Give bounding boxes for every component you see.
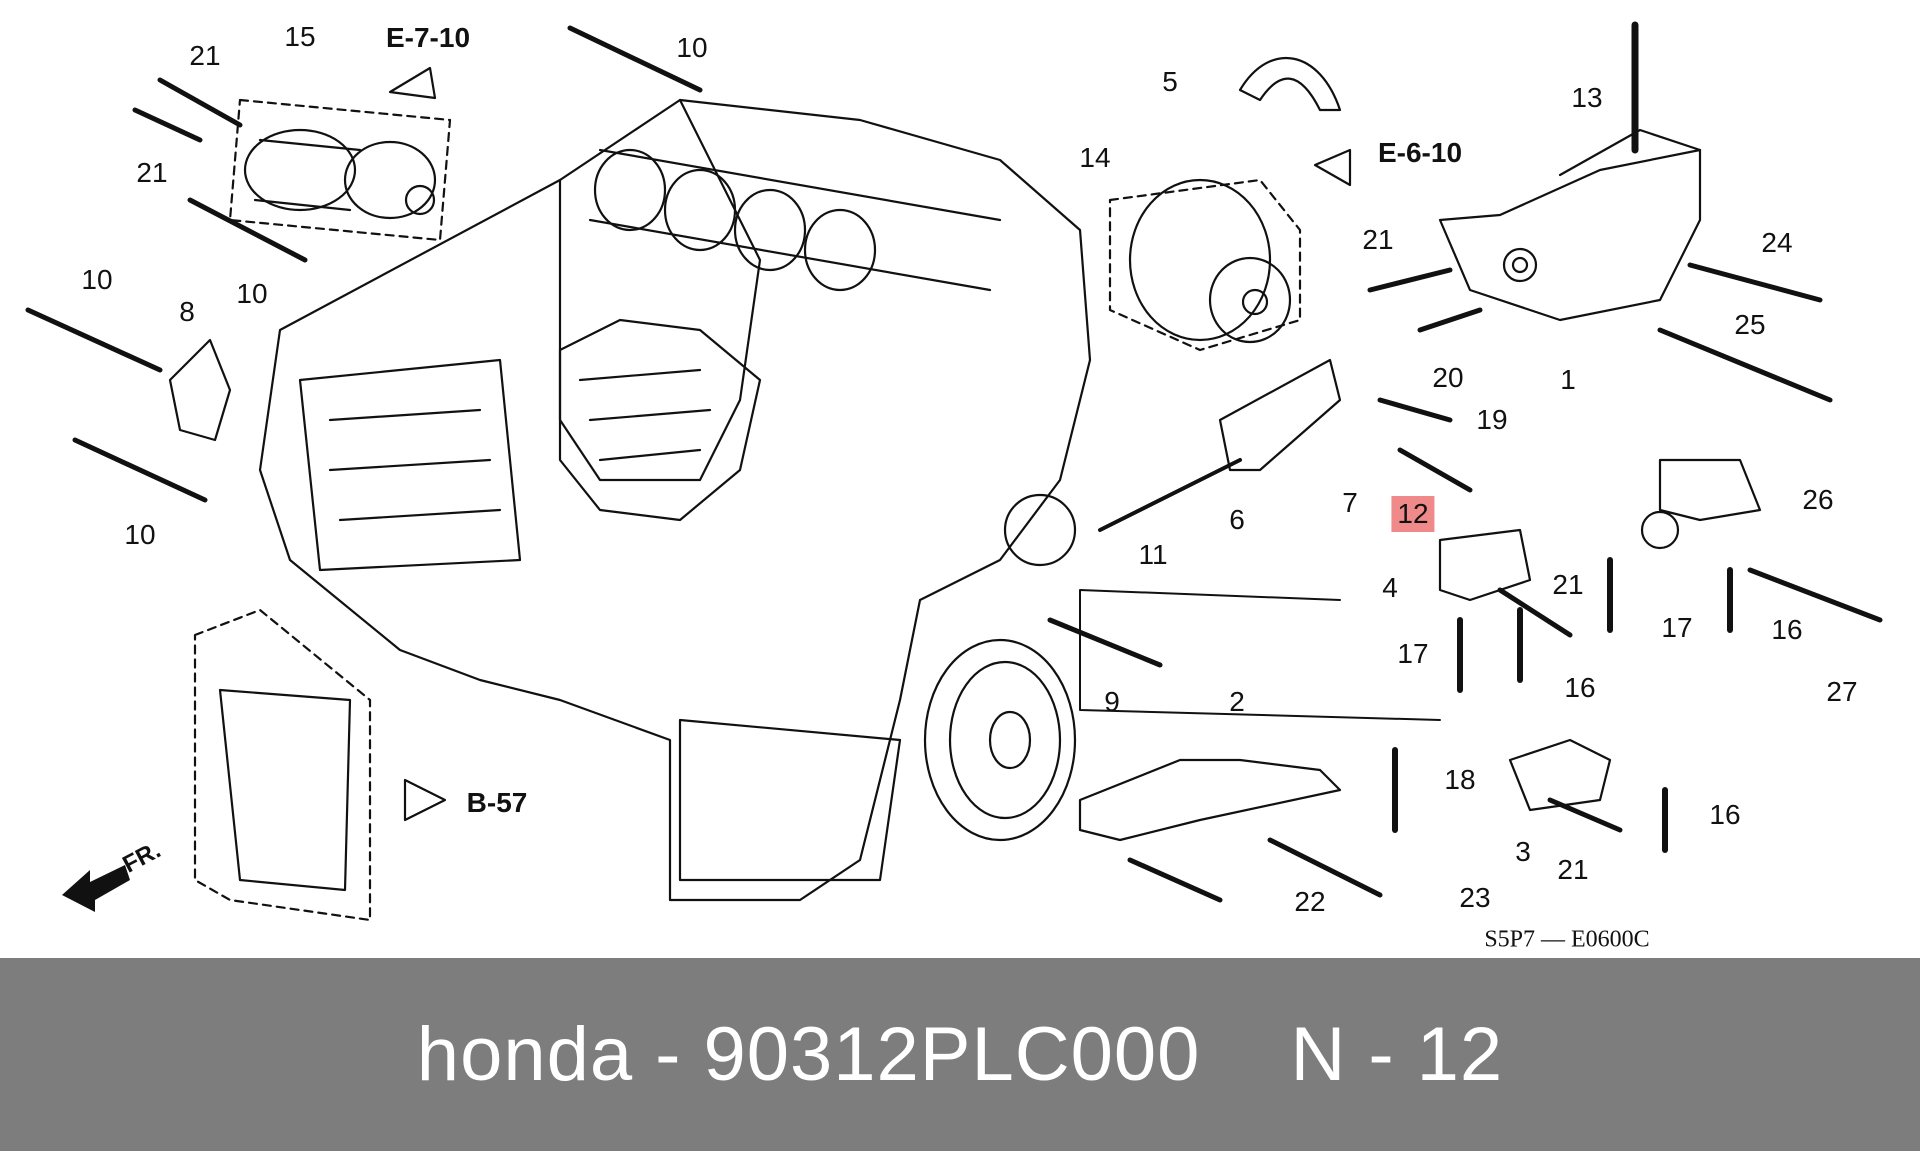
callout-2: 2 xyxy=(1229,686,1245,717)
engine-mount-1-drawing xyxy=(1438,128,1702,322)
diagram-code: S5P7 — E0600C xyxy=(1484,926,1650,953)
front-direction-arrow xyxy=(62,865,130,912)
callout-8: 8 xyxy=(179,296,195,327)
bolt-10-left-upper xyxy=(25,307,163,373)
callout-9: 9 xyxy=(1104,686,1120,717)
callout-27: 27 xyxy=(1826,676,1858,707)
parts-diagram: 21 15 21 10 10 10 8 10 5 14 13 21 24 20 … xyxy=(25,21,1883,953)
alternator-drawing xyxy=(1108,178,1302,352)
callout-5: 5 xyxy=(1162,66,1178,97)
callout-15: 15 xyxy=(284,21,316,52)
callout-10: 10 xyxy=(676,32,708,63)
callout-1: 1 xyxy=(1560,364,1576,395)
part-caption: honda - 90312PLC000 N - 12 xyxy=(0,958,1920,1151)
callout-18: 18 xyxy=(1444,764,1476,795)
caption-bar: honda - 90312PLC000 N - 12 xyxy=(0,958,1920,1151)
callout-21: 21 xyxy=(1362,224,1394,255)
callout-12-highlighted[interactable]: 12 xyxy=(1391,496,1435,532)
bolt-10-starter xyxy=(187,197,308,263)
callout-11: 11 xyxy=(1138,539,1168,570)
reference-e-6-10: E-6-10 xyxy=(1377,137,1463,168)
callout-20: 20 xyxy=(1432,362,1464,393)
callout-14: 14 xyxy=(1079,142,1111,173)
callout-21: 21 xyxy=(189,40,221,71)
position-prefix: N xyxy=(1290,1012,1347,1097)
callout-19: 19 xyxy=(1476,404,1508,435)
bolt-12-line xyxy=(1397,447,1473,493)
callout-22: 22 xyxy=(1294,886,1326,917)
bolt-10-left-lower xyxy=(72,437,208,503)
callout-10: 10 xyxy=(236,278,268,309)
callout-17: 17 xyxy=(1661,612,1693,643)
callout-4: 4 xyxy=(1382,572,1398,603)
position-number: 12 xyxy=(1416,1012,1504,1097)
callout-25: 25 xyxy=(1734,309,1766,340)
caption-separator: - xyxy=(655,1012,682,1097)
callout-16: 16 xyxy=(1771,614,1803,645)
callout-3: 3 xyxy=(1515,836,1531,867)
starter-motor-drawing xyxy=(228,98,452,242)
callout-16: 16 xyxy=(1709,799,1741,830)
callout-7: 7 xyxy=(1342,487,1358,518)
brand-name: honda xyxy=(416,1012,634,1097)
callout-10: 10 xyxy=(81,264,113,295)
callout-10: 10 xyxy=(124,519,156,550)
caption-separator-2: - xyxy=(1368,1012,1395,1097)
reference-b-57: B-57 xyxy=(466,787,528,818)
callout-13: 13 xyxy=(1571,82,1603,113)
engine-assembly-drawing xyxy=(25,21,1883,922)
callout-16: 16 xyxy=(1564,672,1596,703)
callout-23: 23 xyxy=(1459,882,1491,913)
engine-block-drawing xyxy=(258,98,1092,902)
callout-21: 21 xyxy=(136,157,168,188)
callout-24: 24 xyxy=(1761,227,1793,258)
callout-17: 17 xyxy=(1397,638,1429,669)
bolt-10-top xyxy=(567,25,703,93)
callout-21: 21 xyxy=(1552,569,1584,600)
callout-6: 6 xyxy=(1229,504,1245,535)
callout-21: 21 xyxy=(1557,854,1589,885)
reference-e-7-10: E-7-10 xyxy=(385,22,471,53)
part-number: 90312PLC000 xyxy=(703,1012,1201,1097)
crank-pulley-drawing xyxy=(923,638,1077,842)
drive-belt-drawing xyxy=(1238,56,1342,112)
callout-26: 26 xyxy=(1802,484,1834,515)
